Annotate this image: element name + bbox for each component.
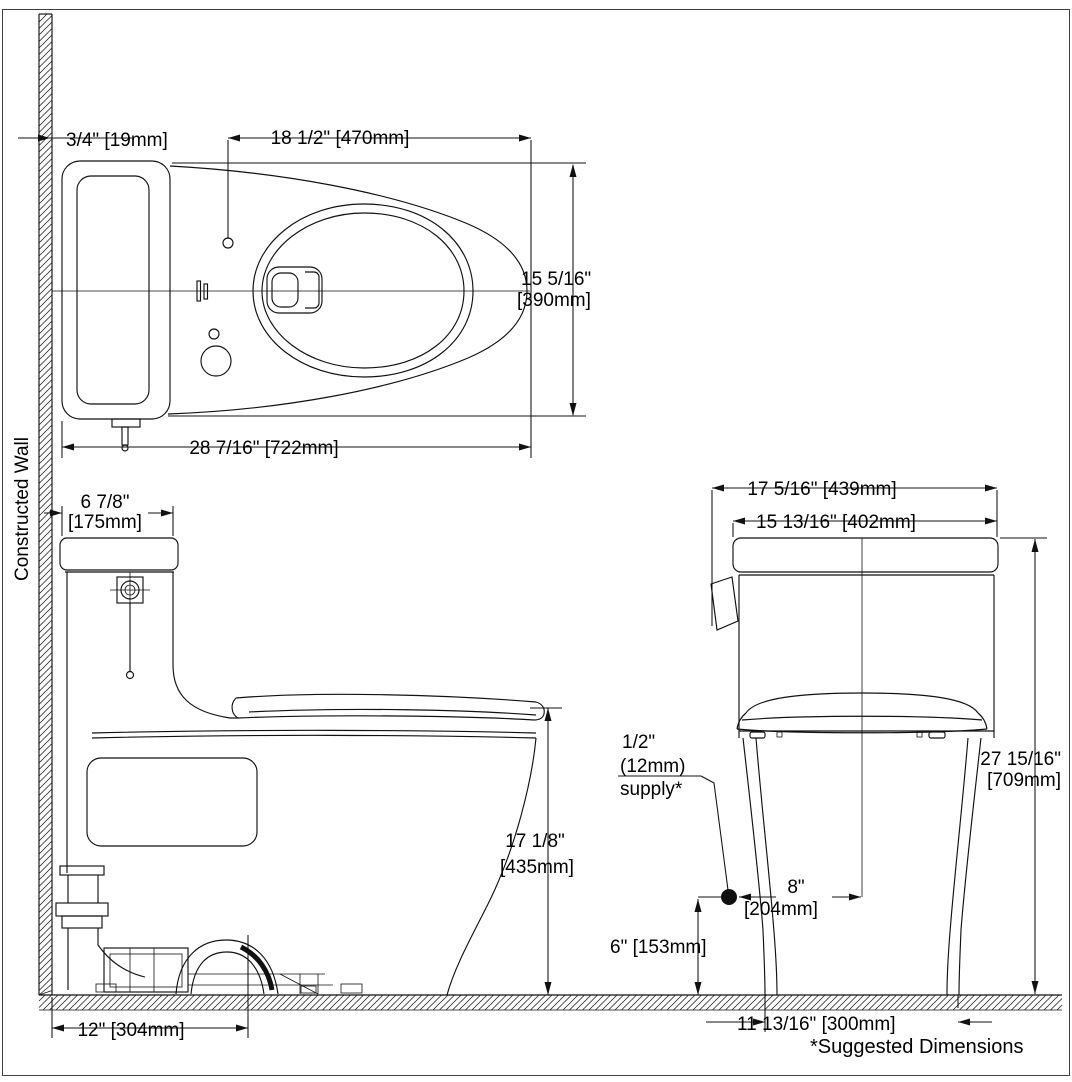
plan-bolt-hole-top bbox=[222, 237, 234, 249]
front-trip-lever bbox=[710, 576, 739, 631]
plan-flush-opening bbox=[266, 266, 323, 314]
dim-tank-depth-in: 6 7/8" bbox=[80, 492, 129, 513]
side-skirt bbox=[446, 737, 537, 996]
front-seat-bumper-right bbox=[928, 731, 946, 739]
dim-seat-height-in: 17 1/8" bbox=[505, 831, 565, 852]
front-seat-bumper-left bbox=[749, 731, 766, 739]
side-rim-top bbox=[91, 729, 537, 734]
plan-bolt-hole-bottom bbox=[208, 328, 220, 340]
front-view bbox=[710, 537, 999, 996]
dim-bowl-width-mm: [390mm] bbox=[517, 290, 591, 311]
drawing-frame bbox=[2, 9, 1070, 1076]
side-tank-lid bbox=[59, 537, 179, 571]
side-flush-valve bbox=[110, 572, 150, 680]
floor-hatch bbox=[38, 994, 1063, 1011]
plan-tank-outline bbox=[61, 160, 171, 420]
dim-tank-height-in: 27 15/16" bbox=[980, 749, 1061, 770]
side-dimensions: 6 7/8" [175mm] 17 1/8" [435mm] 12" [304m… bbox=[44, 492, 574, 1041]
front-pedestal bbox=[742, 737, 982, 996]
dim-supply-offset-in: 8" bbox=[787, 877, 804, 898]
dim-overall-depth: 28 7/16" [722mm] bbox=[189, 438, 338, 459]
dim-supply-offset-mm: [204mm] bbox=[744, 899, 818, 920]
dim-bowl-width-in: 15 5/16" bbox=[521, 269, 591, 290]
dim-seat-height-mm: [435mm] bbox=[500, 857, 574, 878]
wall-label: Constructed Wall bbox=[12, 437, 33, 581]
plan-seat-outer bbox=[252, 203, 474, 378]
plan-dimensions: 3/4" [19mm] 18 1/2" [470mm] 15 5/16" [39… bbox=[18, 128, 591, 459]
front-dimensions: 17 5/16" [439mm] 15 13/16" [402mm] 27 15… bbox=[610, 479, 1061, 1035]
dim-wall-offset: 3/4" [19mm] bbox=[66, 130, 168, 151]
supply-point bbox=[721, 889, 737, 905]
side-sump-outline bbox=[86, 757, 258, 847]
dim-tank-depth-mm: [175mm] bbox=[68, 512, 142, 533]
dim-tank-height-mm: [709mm] bbox=[987, 770, 1061, 791]
side-trapway-detail bbox=[55, 865, 363, 995]
dim-width-w-lever: 17 5/16" [439mm] bbox=[747, 479, 896, 500]
supply-leader-line bbox=[700, 775, 729, 891]
side-tank-front bbox=[172, 572, 238, 719]
front-tank-lid bbox=[732, 537, 999, 573]
wall-hatch bbox=[38, 13, 53, 996]
supply-label-size: 1/2" bbox=[622, 732, 655, 753]
side-seat-lid bbox=[231, 693, 545, 721]
dim-tank-width: 15 13/16" [402mm] bbox=[756, 512, 916, 533]
floor bbox=[38, 994, 1063, 1011]
side-view bbox=[55, 537, 545, 996]
dim-supply-height: 6" [153mm] bbox=[610, 937, 707, 958]
dim-base-width: 11 13/16" [300mm] bbox=[737, 1014, 896, 1035]
supply-label-mm: (12mm) bbox=[620, 756, 685, 777]
side-rim-bottom bbox=[91, 734, 537, 739]
constructed-wall bbox=[38, 13, 53, 996]
supply-label-word: supply* bbox=[620, 779, 683, 800]
footnote-suggested-dimensions: *Suggested Dimensions bbox=[810, 1036, 1023, 1058]
plan-supply-hole bbox=[200, 345, 232, 377]
plan-supply-valve bbox=[111, 418, 141, 428]
plan-seat-inner bbox=[261, 212, 465, 369]
plan-view bbox=[52, 160, 530, 452]
plan-tank-lid bbox=[76, 175, 150, 405]
dim-rough-in: 12" [304mm] bbox=[77, 1020, 184, 1041]
dim-hole-to-front: 18 1/2" [470mm] bbox=[271, 128, 410, 149]
